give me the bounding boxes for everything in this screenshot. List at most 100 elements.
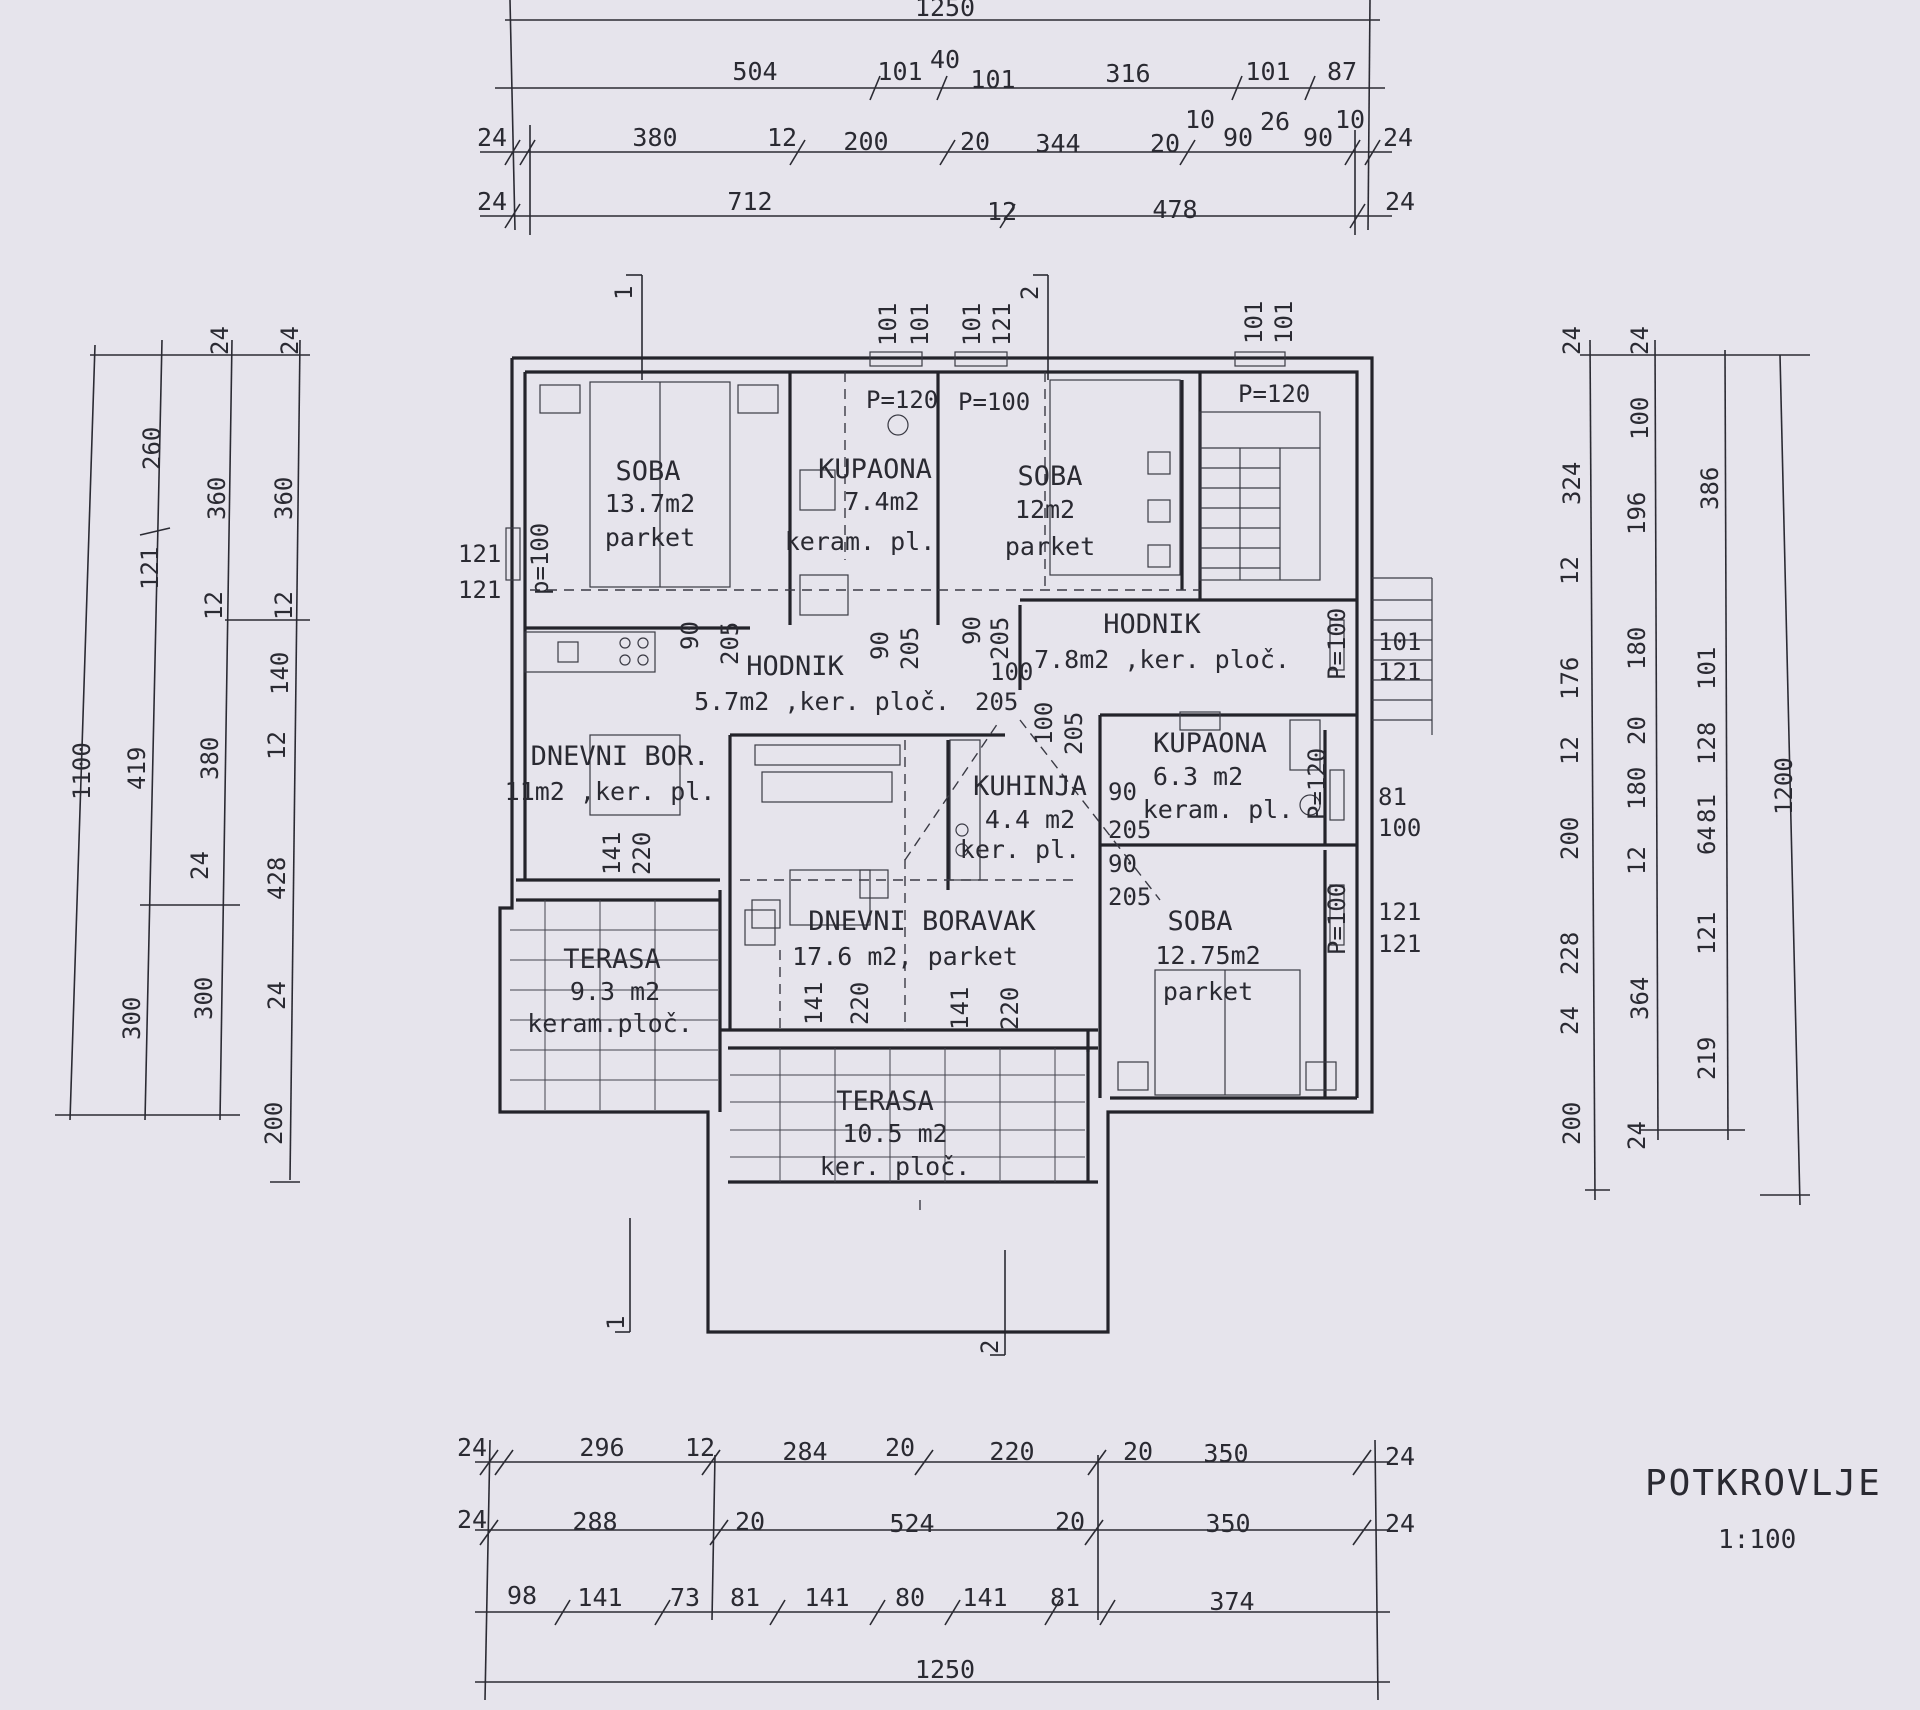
room-area: 7.8m2 ,ker. ploč. bbox=[1034, 645, 1290, 674]
dim-top-r2: 24 bbox=[1383, 123, 1413, 152]
dim-left: 12 bbox=[270, 591, 298, 620]
dim-top-r1: 316 bbox=[1105, 59, 1150, 88]
opening-label: 101 bbox=[906, 303, 934, 346]
door-label: 100 bbox=[1030, 702, 1058, 745]
dim-top-r2: 10 bbox=[1185, 105, 1215, 134]
parapet-label: p=100 bbox=[526, 523, 554, 595]
dim-bottom-r2: 20 bbox=[1055, 1507, 1085, 1536]
door-label: 205 bbox=[975, 688, 1018, 716]
plan-title: POTKROVLJE bbox=[1645, 1463, 1882, 1504]
dim-top-r2: 12 bbox=[767, 123, 797, 152]
door-label: 205 bbox=[986, 617, 1014, 660]
section-mark: 1 bbox=[610, 286, 638, 300]
section-marks: 1 2 1 2 bbox=[602, 274, 1049, 1356]
door-label: 90 bbox=[1108, 778, 1137, 806]
room-name: TERASA bbox=[836, 1086, 934, 1117]
dim-top-r3: 24 bbox=[477, 187, 507, 216]
door-label: 205 bbox=[896, 627, 924, 670]
dim-top-r2: 90 bbox=[1223, 123, 1253, 152]
dim-bottom-r2: 24 bbox=[457, 1505, 487, 1534]
room-floor: parket bbox=[1005, 532, 1095, 561]
dim-top-r2: 200 bbox=[843, 127, 888, 156]
room-name: KUPAONA bbox=[818, 454, 932, 485]
terrace-tiles bbox=[510, 900, 1085, 1182]
dim-bottom-r3: 141 bbox=[962, 1583, 1007, 1612]
dim-left-overall: 1100 bbox=[68, 742, 96, 800]
room-area: 6.3 m2 bbox=[1153, 762, 1243, 791]
door-label: 205 bbox=[1060, 712, 1088, 755]
dim-left: 419 bbox=[123, 747, 151, 790]
room-area: 17.6 m2, parket bbox=[792, 942, 1018, 971]
dim-bottom-r1: 24 bbox=[1385, 1442, 1415, 1471]
opening-label: 101 bbox=[874, 303, 902, 346]
door-label: 220 bbox=[628, 832, 656, 875]
plan-scale: 1:100 bbox=[1718, 1525, 1796, 1555]
dim-top-r1: 87 bbox=[1327, 57, 1357, 86]
dim-bottom-r2: 20 bbox=[735, 1507, 765, 1536]
bottom-dimensions: 24 296 12 284 20 220 20 350 24 24 288 20… bbox=[457, 1433, 1415, 1701]
door-label: 90 bbox=[1108, 850, 1137, 878]
dim-right: 128 bbox=[1693, 722, 1721, 765]
dim-bottom-r1: 20 bbox=[885, 1433, 915, 1462]
dim-top-r2: 24 bbox=[477, 123, 507, 152]
dim-bottom-r3: 98 bbox=[507, 1581, 537, 1610]
door-label: 205 bbox=[1108, 816, 1151, 844]
dim-left: 12 bbox=[263, 731, 291, 760]
right-dimensions: 24 324 12 176 12 200 228 24 200 24 100 1… bbox=[1556, 326, 1810, 1206]
room-name: KUHINJA bbox=[973, 771, 1087, 802]
windows bbox=[505, 351, 1345, 946]
dim-right: 228 bbox=[1556, 932, 1584, 975]
room-name: HODNIK bbox=[746, 651, 844, 682]
dim-bottom-r1: 12 bbox=[685, 1433, 715, 1462]
parapet-label: P=120 bbox=[1238, 380, 1310, 408]
dim-left: 24 bbox=[186, 851, 214, 880]
dim-top-overall: 1250 bbox=[915, 0, 975, 22]
door-label: 205 bbox=[716, 622, 744, 665]
dim-right-overall: 1200 bbox=[1770, 757, 1798, 815]
dim-right: 24 bbox=[1626, 326, 1654, 355]
room-labels: SOBA 13.7m2 parket KUPAONA 7.4m2 keram. … bbox=[505, 454, 1294, 1181]
room-floor: parket bbox=[605, 523, 695, 552]
room-area: 9.3 m2 bbox=[570, 977, 660, 1006]
dim-bottom-r3: 81 bbox=[730, 1583, 760, 1612]
door-label: 90 bbox=[676, 621, 704, 650]
door-label: 220 bbox=[996, 987, 1024, 1030]
dim-top-r1: 101 bbox=[1245, 57, 1290, 86]
opening-label: 121 bbox=[1378, 658, 1421, 686]
door-label: 141 bbox=[598, 832, 626, 875]
dim-bottom-overall: 1250 bbox=[915, 1655, 975, 1684]
dim-top-r2: 90 bbox=[1303, 123, 1333, 152]
dim-right: 176 bbox=[1556, 657, 1584, 700]
room-area: 13.7m2 bbox=[605, 489, 695, 518]
dim-top-r3: 12 bbox=[987, 197, 1017, 226]
door-label: 205 bbox=[1108, 883, 1151, 911]
parapet-label: P=100 bbox=[1323, 883, 1351, 955]
dim-right: 121 bbox=[1693, 912, 1721, 955]
room-name: SOBA bbox=[1017, 461, 1082, 492]
dim-right: 12 bbox=[1556, 736, 1584, 765]
dim-bottom-r2: 288 bbox=[572, 1507, 617, 1536]
dim-left: 200 bbox=[260, 1102, 288, 1145]
dim-right: 81 bbox=[1693, 794, 1721, 823]
room-name: TERASA bbox=[563, 944, 661, 975]
dim-right: 196 bbox=[1623, 492, 1651, 535]
dim-top-r1: 504 bbox=[732, 57, 777, 86]
room-floor: ker. ploč. bbox=[820, 1152, 971, 1181]
door-label: 90 bbox=[866, 631, 894, 660]
dim-left: 360 bbox=[270, 477, 298, 520]
dim-bottom-r1: 350 bbox=[1203, 1439, 1248, 1468]
dim-right: 20 bbox=[1623, 716, 1651, 745]
dim-top-r1: 101 bbox=[877, 57, 922, 86]
dim-left: 300 bbox=[118, 997, 146, 1040]
dim-right: 324 bbox=[1558, 462, 1586, 505]
dim-top-r3: 712 bbox=[727, 187, 772, 216]
dim-bottom-r3: 80 bbox=[895, 1583, 925, 1612]
dim-left: 24 bbox=[263, 981, 291, 1010]
dim-left: 24 bbox=[276, 326, 304, 355]
door-label: 90 bbox=[958, 616, 986, 645]
room-name: HODNIK bbox=[1103, 609, 1201, 640]
room-area: 12m2 bbox=[1015, 495, 1075, 524]
dim-bottom-r1: 24 bbox=[457, 1433, 487, 1462]
opening-label: 101 bbox=[958, 303, 986, 346]
